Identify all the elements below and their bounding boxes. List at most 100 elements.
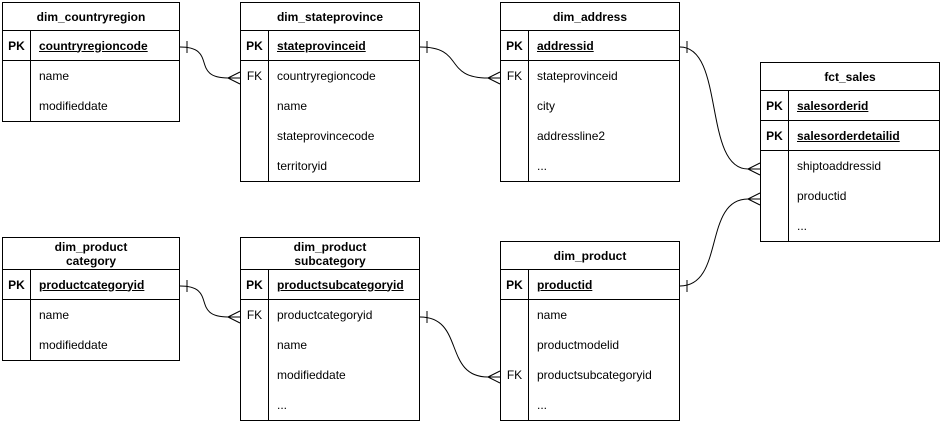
field-row: name — [3, 300, 179, 330]
entity-title-line: category — [65, 253, 117, 268]
field-name: productsubcategoryid — [277, 277, 404, 292]
field-row: territoryid — [241, 151, 419, 181]
relationship-line — [679, 198, 749, 287]
cardinality-many-crowsfoot — [747, 162, 761, 176]
key-label-empty — [3, 91, 31, 121]
field-name: ... — [277, 398, 288, 412]
field-row: modifieddate — [241, 360, 419, 390]
field-row: ... — [761, 211, 939, 241]
fk-label: FK — [501, 61, 529, 91]
cardinality-many-crowsfoot — [487, 71, 501, 85]
key-field-row: PK productcategoryid — [3, 270, 179, 300]
field-name: territoryid — [277, 159, 328, 173]
field-row: productmodelid — [501, 330, 679, 360]
field-name: productid — [537, 277, 593, 292]
relationship-dim_productcategory-to-dim_productsubcategory — [179, 280, 241, 324]
field-row: ... — [501, 151, 679, 181]
entity-title: dim_product — [501, 242, 679, 270]
relationship-line — [179, 285, 229, 318]
key-label-empty — [761, 151, 789, 181]
field-name: addressid — [537, 38, 594, 53]
pk-label: PK — [3, 270, 31, 299]
cardinality-many-crowsfoot — [487, 370, 501, 384]
fk-label: FK — [501, 360, 529, 390]
pk-label: PK — [761, 121, 789, 150]
key-label-empty — [3, 61, 31, 91]
key-label-empty — [241, 390, 269, 420]
field-name: modifieddate — [39, 338, 108, 352]
field-row: name — [241, 330, 419, 360]
pk-label: PK — [501, 270, 529, 299]
field-name: name — [277, 99, 308, 113]
relationship-line — [419, 46, 489, 79]
field-row: productid — [761, 181, 939, 211]
entity-title: fct_sales — [761, 63, 939, 91]
field-name: name — [537, 308, 568, 322]
key-label-empty — [501, 91, 529, 121]
entity-title-line: dim_product — [553, 248, 627, 263]
field-name: modifieddate — [39, 99, 108, 113]
fk-label: FK — [241, 300, 269, 330]
field-name: stateprovinceid — [277, 38, 366, 53]
pk-label: PK — [761, 91, 789, 120]
pk-label: PK — [241, 270, 269, 299]
pk-label: PK — [241, 31, 269, 60]
entity-title-line: dim_product — [54, 239, 128, 254]
key-label-empty — [241, 151, 269, 181]
field-name: modifieddate — [277, 368, 346, 382]
field-name: productcategoryid — [39, 277, 145, 292]
key-field-row: PK stateprovinceid — [241, 31, 419, 61]
relationship-dim_countryregion-to-dim_stateprovince — [179, 41, 241, 85]
field-row: ... — [241, 390, 419, 420]
key-field-row: PK salesorderdetailid — [761, 121, 939, 151]
field-name: salesorderdetailid — [797, 128, 900, 143]
field-name: countryregioncode — [39, 38, 148, 53]
field-row: stateprovincecode — [241, 121, 419, 151]
key-label-empty — [241, 91, 269, 121]
field-name: productid — [797, 189, 847, 203]
field-name: ... — [537, 398, 548, 412]
key-label-empty — [761, 181, 789, 211]
field-row: name — [501, 300, 679, 330]
key-label-empty — [501, 121, 529, 151]
cardinality-many-crowsfoot — [747, 192, 761, 206]
relationship-dim_product-to-fct_sales — [679, 192, 761, 292]
field-name: city — [537, 99, 555, 113]
field-row: addressline2 — [501, 121, 679, 151]
field-name: shiptoaddressid — [797, 159, 882, 173]
entity-title: dim_stateprovince — [241, 3, 419, 31]
field-name: stateprovincecode — [277, 129, 375, 143]
cardinality-many-crowsfoot — [227, 71, 241, 85]
field-name: countryregioncode — [277, 69, 376, 83]
field-name: name — [277, 338, 308, 352]
relationship-dim_address-to-fct_sales — [679, 41, 761, 176]
entity-title-line: subcategory — [294, 253, 366, 268]
entity-title-line: dim_stateprovince — [276, 9, 384, 24]
key-label-empty — [241, 330, 269, 360]
field-name: name — [39, 308, 70, 322]
relationship-line — [419, 316, 489, 378]
key-label-empty — [241, 360, 269, 390]
field-name: productsubcategoryid — [537, 368, 652, 382]
entity-title-line: dim_address — [552, 9, 628, 24]
field-row: city — [501, 91, 679, 121]
entity-title: dim_countryregion — [3, 3, 179, 31]
entity-title-line: dim_countryregion — [36, 9, 146, 24]
relationship-line — [679, 46, 749, 170]
field-row: name — [241, 91, 419, 121]
field-row: ... — [501, 390, 679, 420]
